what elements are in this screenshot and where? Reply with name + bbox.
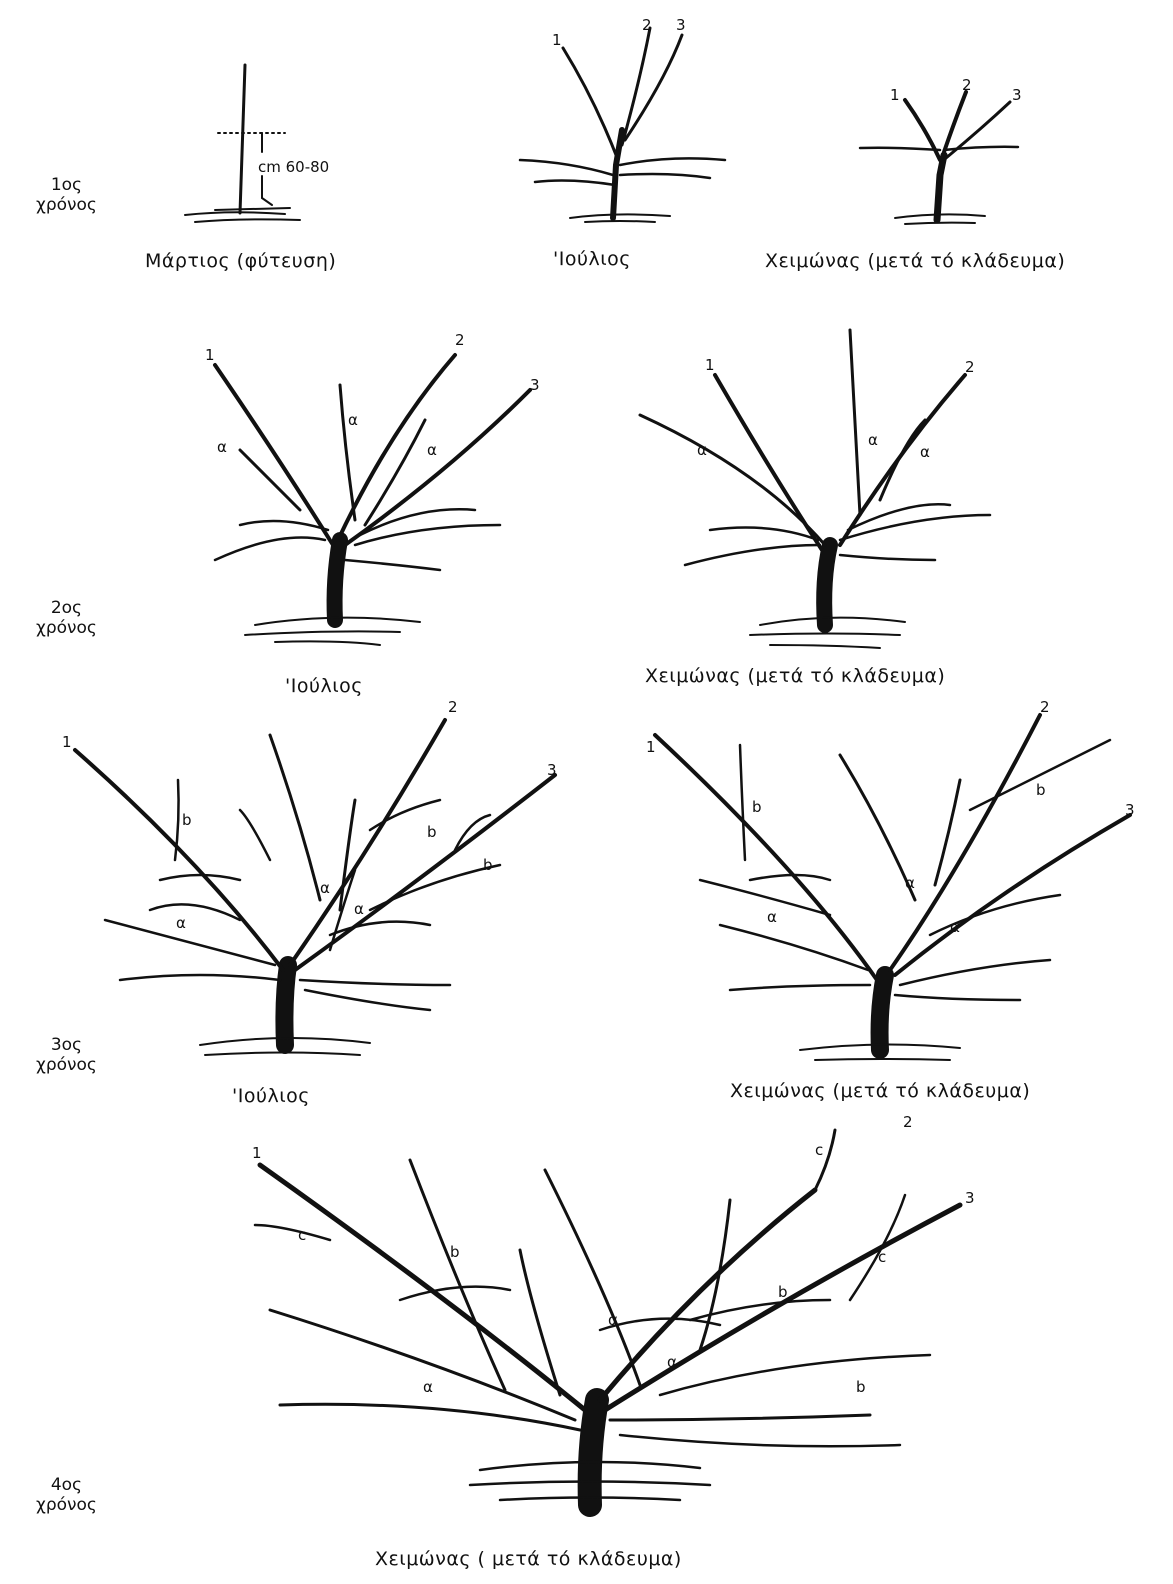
height-label: cm 60-80 [258,158,329,176]
branch-number: 3 [547,761,557,779]
branch-letter: c [815,1141,823,1159]
branch-letter: b [427,823,437,841]
caption-y1-march: Μάρτιος (φύτευση) [145,250,336,272]
branch-number: 1 [646,738,656,756]
caption-y1-winter: Χειμώνας (μετά τό κλάδευμα) [765,250,1065,272]
branch-letter: α [427,441,437,459]
branch-letter: α [608,1311,618,1329]
branch-letter: α [354,900,364,918]
caption-y2-winter: Χειμώνας (μετά τό κλάδευμα) [645,665,945,687]
year-word: χρόνος [36,1495,97,1515]
branch-letter: α [920,443,930,461]
caption-y3-july: 'Ιούλιος [232,1085,310,1107]
year-label-4: 4ος χρόνος [36,1475,97,1515]
branch-number: 3 [1012,86,1022,104]
year-ordinal: 3ος [36,1035,97,1055]
branch-number: 2 [965,358,975,376]
caption-y2-july: 'Ιούλιος [285,675,363,697]
branch-letter: b [182,811,192,829]
tree-y3-winter [655,715,1130,1060]
year-label-3: 3ος χρόνος [36,1035,97,1075]
branch-letter: α [697,441,707,459]
caption-y3-winter: Χειμώνας (μετά τό κλάδευμα) [730,1080,1030,1102]
branch-number: 1 [890,86,900,104]
branch-letter: α [868,431,878,449]
tree-y1-july [520,28,725,222]
branch-letter: b [752,798,762,816]
tree-y3-july [75,720,555,1055]
branch-letter: α [320,879,330,897]
year-label-2: 2ος χρόνος [36,598,97,638]
branch-letter: α [950,918,960,936]
year-ordinal: 1ος [36,175,97,195]
caption-y1-july: 'Ιούλιος [553,248,631,270]
branch-number: 3 [1125,801,1135,819]
tree-y1-winter [860,92,1018,224]
branch-letter: b [778,1283,788,1301]
branch-number: 1 [205,346,215,364]
branch-number: 2 [448,698,458,716]
year-word: χρόνος [36,1055,97,1075]
year-ordinal: 4ος [36,1475,97,1495]
branch-letter: b [856,1378,866,1396]
branch-letter: b [450,1243,460,1261]
tree-y2-winter [640,330,990,648]
year-word: χρόνος [36,618,97,638]
branch-letter: α [348,411,358,429]
branch-number: 3 [530,376,540,394]
year-label-1: 1ος χρόνος [36,175,97,215]
year-ordinal: 2ος [36,598,97,618]
branch-letter: α [905,874,915,892]
branch-number: 1 [62,733,72,751]
tree-y2-july [215,355,530,645]
branch-letter: c [878,1248,886,1266]
tree-y1-march [185,65,300,222]
branch-number: 3 [965,1189,975,1207]
branch-letter: α [176,914,186,932]
branch-number: 3 [676,16,686,34]
branch-letter: b [483,856,493,874]
branch-letter: α [217,438,227,456]
branch-number: 2 [1040,698,1050,716]
branch-letter: α [423,1378,433,1396]
branch-number: 1 [705,356,715,374]
branch-number: 2 [903,1113,913,1131]
branch-number: 1 [552,31,562,49]
branch-letter: c [298,1226,306,1244]
branch-number: 1 [252,1144,262,1162]
branch-number: 2 [642,16,652,34]
caption-y4-winter: Χειμώνας ( μετά τό κλάδευμα) [375,1548,682,1570]
branch-letter: α [767,908,777,926]
branch-letter: b [1036,781,1046,799]
branch-letter: α [667,1353,677,1371]
branch-number: 2 [962,76,972,94]
branch-number: 2 [455,331,465,349]
year-word: χρόνος [36,195,97,215]
